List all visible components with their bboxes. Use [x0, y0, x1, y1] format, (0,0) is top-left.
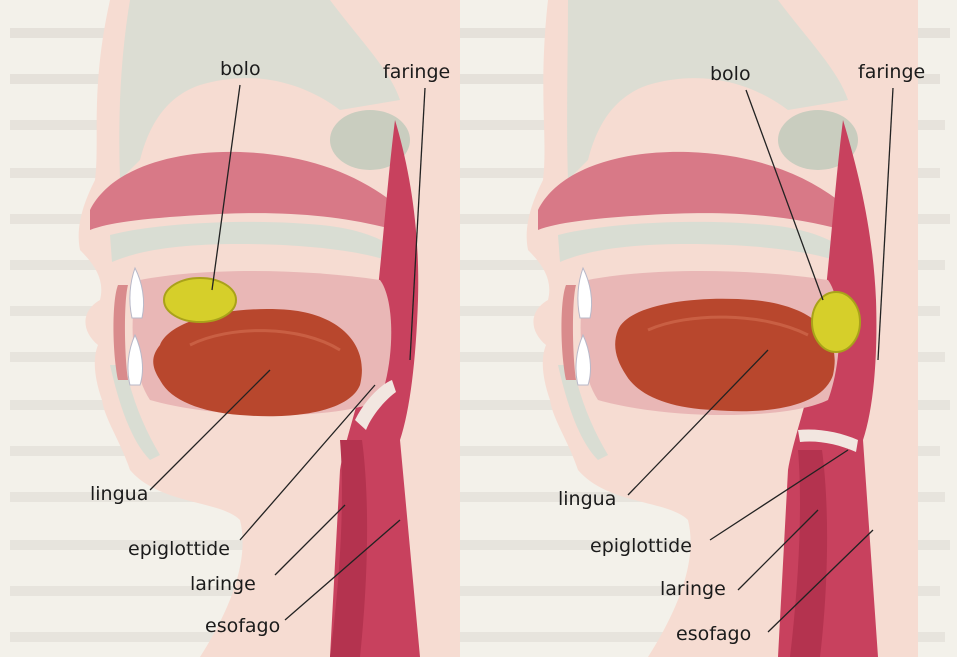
label-bolo: bolo	[710, 63, 751, 85]
label-lingua: lingua	[90, 483, 148, 505]
label-esofago: esofago	[205, 615, 280, 637]
label-lingua: lingua	[558, 488, 616, 510]
label-esofago: esofago	[676, 623, 751, 645]
label-epiglottide: epiglottide	[590, 535, 692, 557]
label-faringe: faringe	[858, 61, 925, 83]
anatomy-illustration-right: bolo faringe lingua epiglottide laringe …	[478, 0, 957, 657]
swallowing-diagram-panel-left: bolo faringe lingua epiglottide laringe …	[0, 0, 480, 657]
label-faringe: faringe	[383, 61, 450, 83]
label-laringe: laringe	[660, 578, 726, 600]
label-laringe: laringe	[190, 573, 256, 595]
tongue	[153, 309, 362, 416]
label-epiglottide: epiglottide	[128, 538, 230, 560]
anatomy-illustration-left: bolo faringe lingua epiglottide laringe …	[0, 0, 480, 657]
label-bolo: bolo	[220, 58, 261, 80]
bolus	[812, 292, 860, 352]
bolus	[164, 278, 236, 322]
swallowing-diagram-panel-right: bolo faringe lingua epiglottide laringe …	[478, 0, 957, 657]
